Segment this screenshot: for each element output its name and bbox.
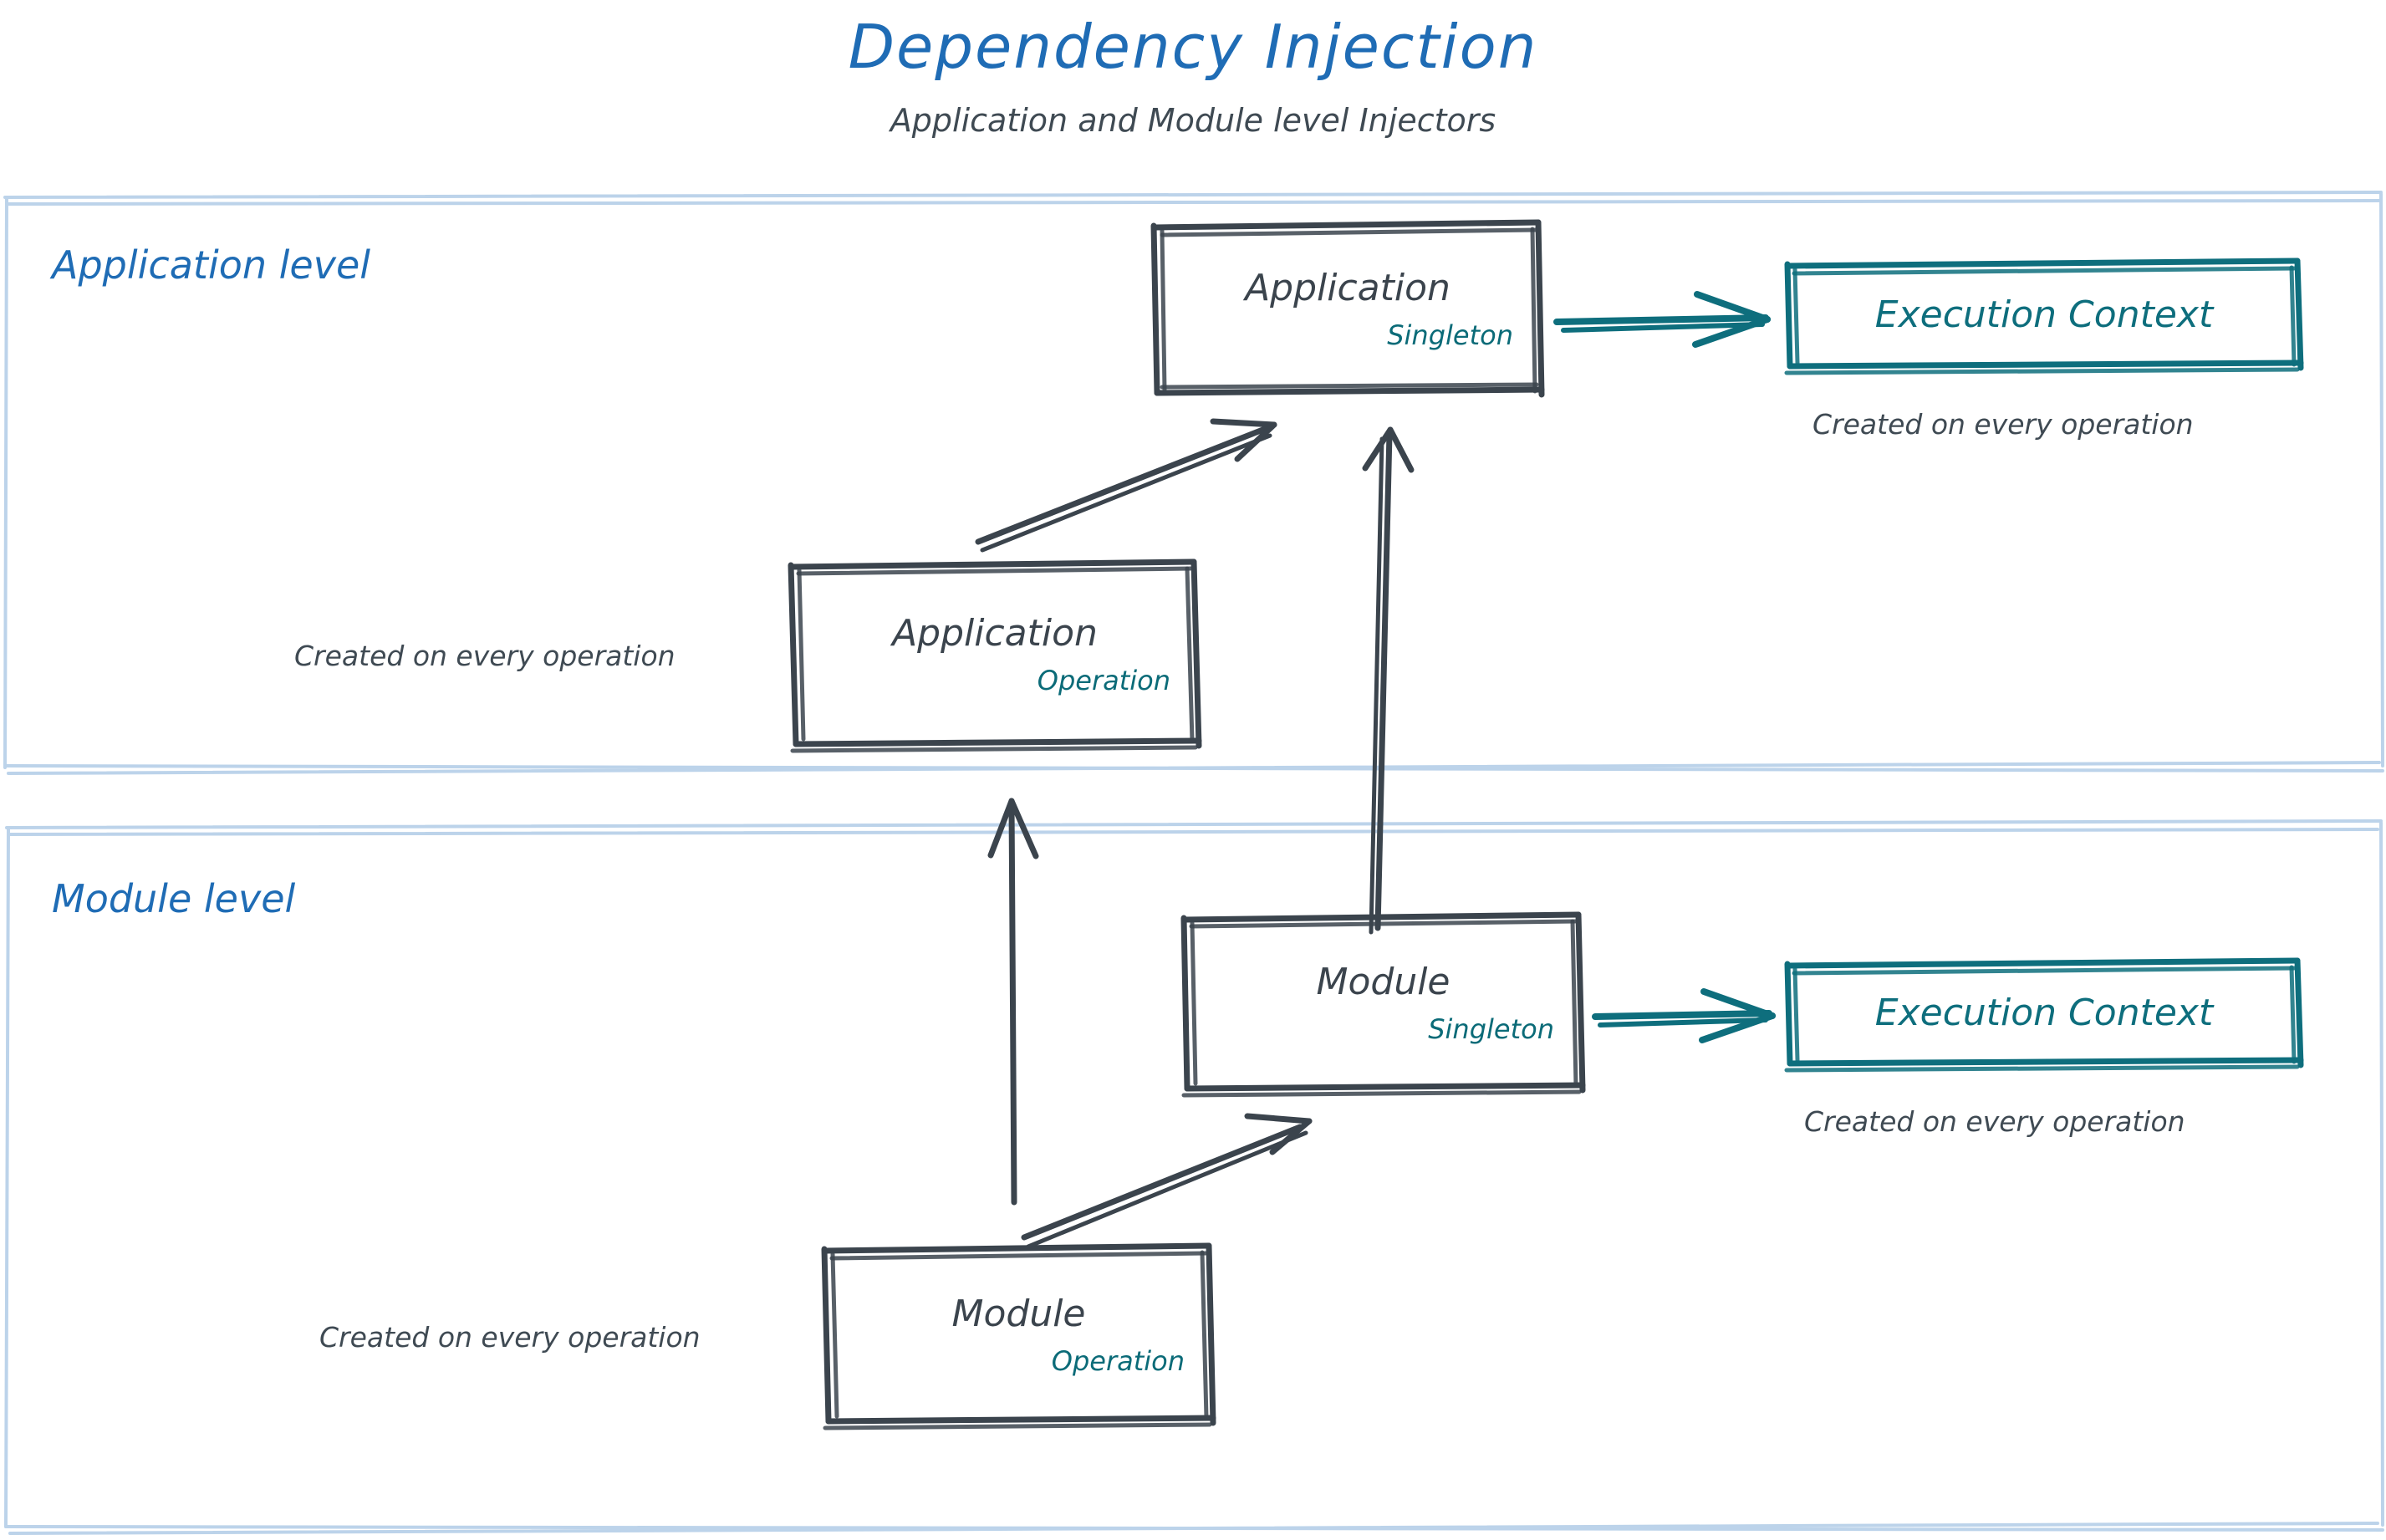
node-application-execution-context-frame [1784, 258, 2304, 375]
edge-module-singleton-to-app-singleton [1362, 426, 1415, 935]
panel-application-level-border [3, 191, 2384, 775]
node-module-operation-frame [821, 1242, 1216, 1430]
node-module-singleton-frame [1180, 911, 1586, 1098]
page-title: Dependency Injection [848, 12, 1538, 82]
node-module-operation-scope: Operation [1051, 1344, 1185, 1377]
node-application-operation[interactable]: Application Operation [791, 563, 1199, 744]
node-application-operation-frame [788, 558, 1202, 753]
node-application-operation-title: Application [892, 611, 1098, 655]
edge-module-operation-to-app-operation [987, 798, 1039, 1206]
node-module-singleton-title: Module [1316, 960, 1450, 1003]
node-module-singleton-scope: Singleton [1428, 1012, 1554, 1045]
node-application-operation-scope: Operation [1037, 664, 1170, 696]
caption-module-execution-context: Created on every operation [1804, 1105, 2185, 1138]
node-module-execution-context-label: Execution Context [1874, 992, 2214, 1034]
node-application-singleton-title: Application [1245, 266, 1450, 309]
edge-app-singleton-to-exec-context [1553, 291, 1771, 348]
page-subtitle: Application and Module level Injectors [890, 102, 1496, 139]
caption-application-execution-context: Created on every operation [1812, 408, 2194, 441]
edge-app-operation-to-app-singleton [975, 418, 1277, 553]
node-module-operation[interactable]: Module Operation [824, 1247, 1213, 1421]
node-application-execution-context-label: Execution Context [1874, 293, 2214, 336]
edge-module-singleton-to-exec-context [1592, 988, 1776, 1043]
caption-application-operation: Created on every operation [294, 640, 676, 672]
node-module-execution-context[interactable]: Execution Context [1787, 962, 2301, 1063]
node-application-singleton-frame [1150, 219, 1545, 398]
node-application-execution-context[interactable]: Execution Context [1787, 263, 2301, 366]
node-module-execution-context-frame [1784, 957, 2304, 1073]
edge-module-operation-to-module-singleton [1021, 1113, 1313, 1249]
panel-label-module-level: Module level [52, 876, 296, 921]
node-application-singleton-scope: Singleton [1387, 319, 1513, 351]
node-module-singleton[interactable]: Module Singleton [1184, 916, 1583, 1089]
caption-module-operation: Created on every operation [319, 1321, 701, 1354]
panel-module-level-border [4, 819, 2384, 1535]
node-module-operation-title: Module [951, 1292, 1086, 1335]
panel-label-application-level: Application level [52, 242, 371, 288]
node-application-singleton[interactable]: Application Singleton [1154, 224, 1542, 393]
